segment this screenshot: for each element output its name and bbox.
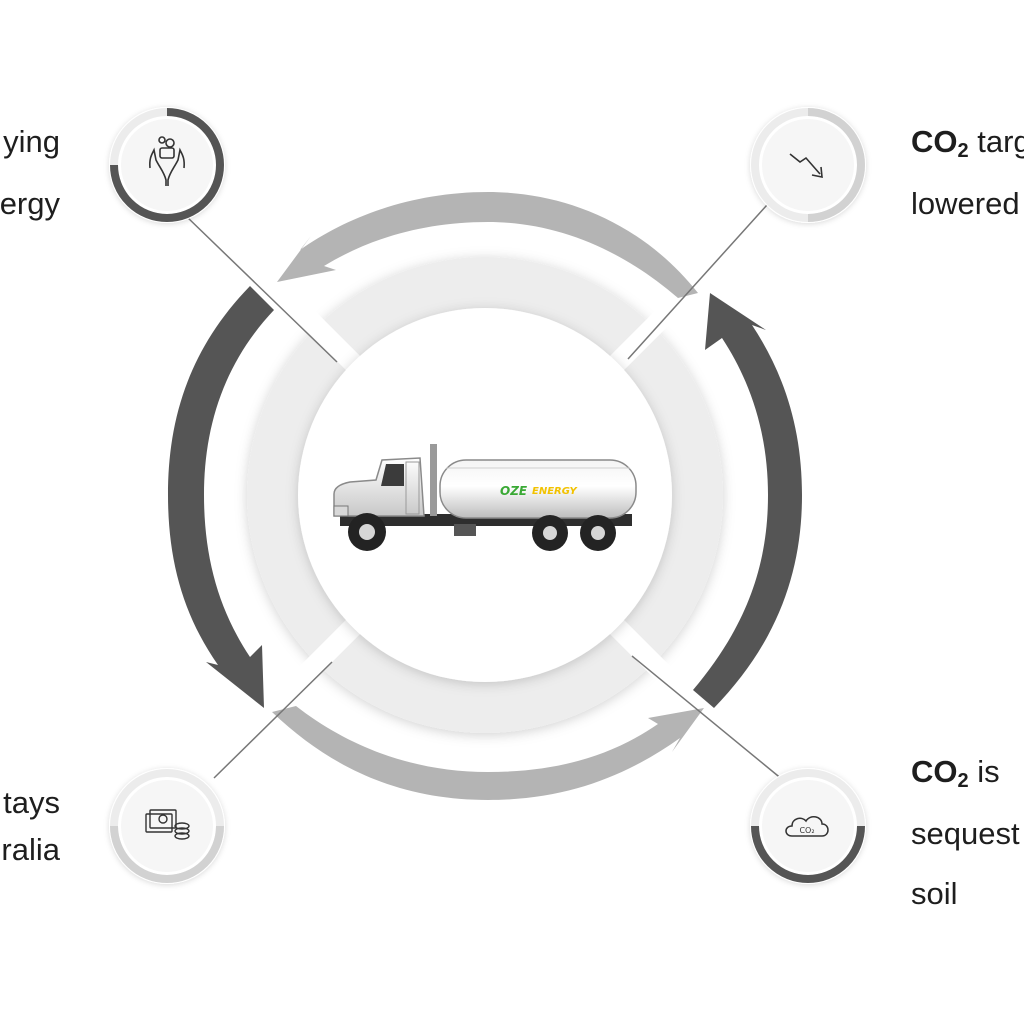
- badge-bottom-right: [750, 768, 866, 884]
- hands-money-icon: [149, 136, 185, 186]
- left-arrow: [168, 286, 274, 708]
- caption-top-right-line2: lowered: [911, 186, 1020, 221]
- caption-bottom-right-line2: sequest: [911, 816, 1020, 851]
- caption-top-right-line1: CO2 targ: [911, 126, 1024, 188]
- co2-cloud-icon: CO₂: [785, 816, 829, 837]
- right-arrow: [693, 293, 802, 708]
- text-bottom-left-1: tays: [3, 785, 60, 820]
- co2-cloud-label: CO₂: [799, 826, 814, 835]
- co2-label-top: CO: [911, 124, 958, 159]
- text-top-left-1: ying: [3, 124, 60, 159]
- connector-lines: [185, 194, 784, 781]
- badge-top-left: [109, 107, 225, 223]
- caption-bottom-right-line1: CO2 is: [911, 756, 1020, 818]
- truck-logo-oze: OZE: [500, 484, 528, 498]
- caption-bottom-right-line3: soil: [911, 876, 958, 911]
- tanker-truck-illustration: OZE ENERGY: [333, 444, 637, 551]
- bottom-arrow: [272, 706, 704, 800]
- cash-coins-icon: [145, 809, 190, 840]
- caption-bottom-right: CO2 is sequest soil: [911, 756, 1020, 909]
- caption-top-right: CO2 targ lowered: [911, 126, 1024, 219]
- caption-bottom-right-rest: is: [968, 754, 1000, 789]
- top-arrow: [277, 192, 698, 298]
- co2-sub-bottom: 2: [957, 770, 969, 792]
- co2-sub-top: 2: [957, 140, 969, 162]
- truck-logo-energy: ENERGY: [532, 486, 579, 497]
- text-bottom-left-2: ralia: [1, 832, 60, 867]
- badge-bottom-left: [109, 768, 225, 884]
- caption-top-left-text: ying ergy: [0, 126, 60, 219]
- trend-down-icon: [789, 153, 823, 178]
- caption-bottom-left: tays ralia: [0, 787, 60, 865]
- text-top-left-2: ergy: [0, 186, 60, 221]
- caption-top-right-rest: targ: [977, 124, 1024, 159]
- badge-top-right: [750, 107, 866, 223]
- co2-label-bottom: CO: [911, 754, 958, 789]
